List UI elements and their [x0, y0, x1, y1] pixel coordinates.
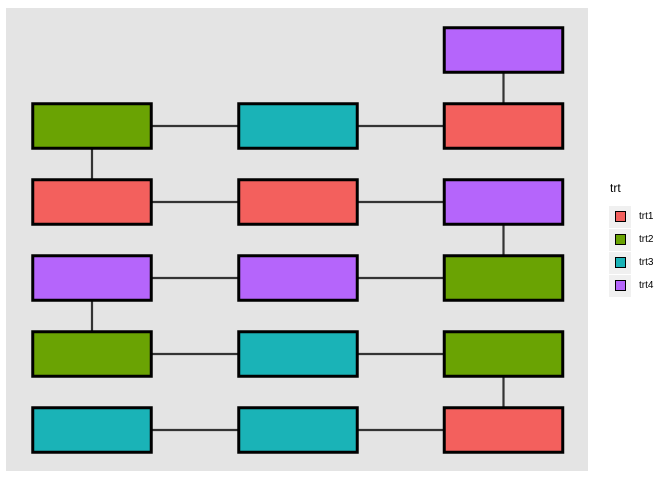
plot-rect-r5c1-trt2 [31, 330, 153, 378]
plot-rect-r4c3-trt2 [442, 254, 565, 302]
plot-rect-r3c2-trt1 [237, 178, 359, 226]
legend-color-swatch-trt4 [614, 280, 626, 291]
legend-key-background [609, 228, 631, 251]
legend-item-trt3: trt3 [609, 251, 653, 274]
legend-items: trt1 trt2 trt3 trt4 [609, 205, 653, 297]
legend-label-trt1: trt1 [639, 211, 654, 222]
legend-color-swatch-trt1 [614, 211, 626, 222]
legend-key-background [609, 274, 631, 297]
panel-background [6, 8, 588, 471]
legend-label-trt4: trt4 [639, 280, 654, 291]
legend-label-trt2: trt2 [639, 234, 654, 245]
plot-rect-r2c1-trt2 [31, 102, 153, 150]
plot-rect-r4c2-trt4 [237, 254, 359, 302]
legend-item-trt4: trt4 [609, 274, 653, 297]
plot-rect-r2c2-trt3 [237, 102, 359, 150]
legend-key-background [609, 205, 631, 228]
plot-rect-r6c2-trt3 [237, 406, 359, 454]
plot-rect-r5c3-trt2 [442, 330, 565, 378]
plot-rect-r2c3-trt1 [442, 102, 565, 150]
plot-rect-r1c3-trt4 [442, 26, 565, 74]
legend-title: trt [610, 181, 621, 195]
legend-label-trt3: trt3 [639, 257, 654, 268]
legend-color-swatch-trt3 [614, 257, 626, 268]
plot-rect-r3c3-trt4 [442, 178, 565, 226]
legend-key-background [609, 251, 631, 274]
legend: trt trt1 trt2 trt3 trt4 [609, 181, 653, 297]
legend-item-trt2: trt2 [609, 228, 653, 251]
legend-color-swatch-trt2 [614, 234, 626, 245]
plot-rect-r6c3-trt1 [442, 406, 565, 454]
plot-rect-r6c1-trt3 [31, 406, 153, 454]
plot-rect-r5c2-trt3 [237, 330, 359, 378]
plot-rect-r4c1-trt4 [31, 254, 153, 302]
legend-item-trt1: trt1 [609, 205, 653, 228]
plot-rect-r3c1-trt1 [31, 178, 153, 226]
